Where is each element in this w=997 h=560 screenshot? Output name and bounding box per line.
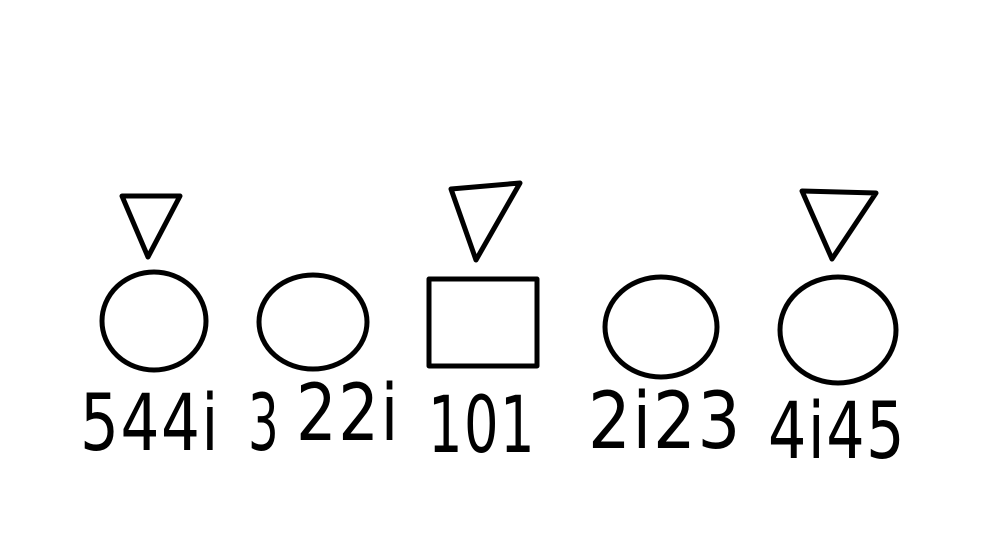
down-triangle-marker-icon (799, 188, 879, 262)
node-square (426, 276, 540, 369)
node-label: 4i45 (768, 387, 906, 477)
down-triangle-marker-icon (448, 180, 523, 263)
node-label: 3 (248, 379, 280, 469)
node-label: 544i (80, 379, 220, 469)
node-1 (99, 193, 209, 373)
node-2 (256, 272, 370, 372)
node-label: 101 (428, 381, 536, 471)
node-3 (426, 180, 540, 369)
node-label: 2i23 (588, 377, 742, 467)
node-circle (99, 269, 209, 373)
node-circle (602, 274, 720, 380)
node-4 (602, 274, 720, 380)
node-5 (777, 188, 899, 386)
node-circle (256, 272, 370, 372)
node-circle (777, 274, 899, 386)
node-label: 22i (296, 369, 400, 459)
down-triangle-marker-icon (119, 193, 183, 260)
